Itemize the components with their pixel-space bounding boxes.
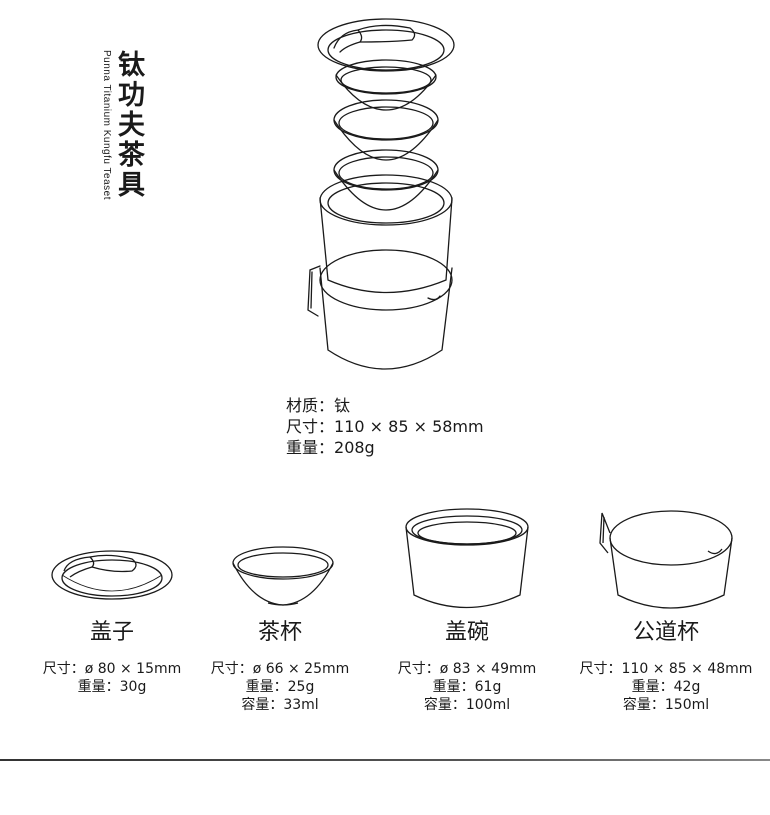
cup-illustration — [232, 546, 334, 606]
item-spec-gaiwan: 尺寸：ø 83 × 49mm 重量：61g 容量：100ml — [377, 660, 557, 714]
item-name-pitcher: 公道杯 — [632, 620, 699, 645]
product-subtitle: Punna Titanium Kungfu Teaset — [101, 50, 112, 201]
stacked-teaset-illustration — [307, 18, 455, 370]
spec-weight: 重量：208g — [286, 438, 375, 457]
item-name-gaiwan: 盖碗 — [444, 620, 489, 645]
item-line: 容量：33ml — [241, 697, 319, 713]
spec-size: 尺寸：110 × 85 × 58mm — [286, 417, 484, 436]
item-spec-cup: 尺寸：ø 66 × 25mm 重量：25g 容量：33ml — [190, 660, 370, 714]
spec-material: 材质：钛 — [286, 396, 351, 415]
item-line: 重量：61g — [432, 679, 502, 695]
item-spec-lid: 尺寸：ø 80 × 15mm 重量：30g — [22, 660, 202, 696]
item-line: 容量：150ml — [622, 697, 710, 713]
item-line: 尺寸：ø 80 × 15mm — [42, 661, 182, 677]
set-specs: 材质：钛 尺寸：110 × 85 × 58mm 重量：208g — [286, 395, 484, 458]
item-line: 重量：30g — [77, 679, 147, 695]
item-line: 容量：100ml — [423, 697, 511, 713]
pitcher-illustration — [599, 510, 733, 609]
item-line: 尺寸：ø 83 × 49mm — [397, 661, 537, 677]
item-line: 重量：25g — [245, 679, 315, 695]
item-line: 尺寸：ø 66 × 25mm — [210, 661, 350, 677]
product-title: 钛功夫茶具 — [113, 50, 144, 200]
item-name-lid: 盖子 — [89, 620, 134, 645]
item-name-cup: 茶杯 — [257, 620, 302, 645]
item-line: 重量：42g — [631, 679, 701, 695]
lid-illustration — [51, 550, 173, 600]
footer-divider — [0, 759, 770, 761]
item-line: 尺寸：110 × 85 × 48mm — [579, 661, 753, 677]
item-spec-pitcher: 尺寸：110 × 85 × 48mm 重量：42g 容量：150ml — [576, 660, 756, 714]
gaiwan-illustration — [405, 508, 529, 609]
